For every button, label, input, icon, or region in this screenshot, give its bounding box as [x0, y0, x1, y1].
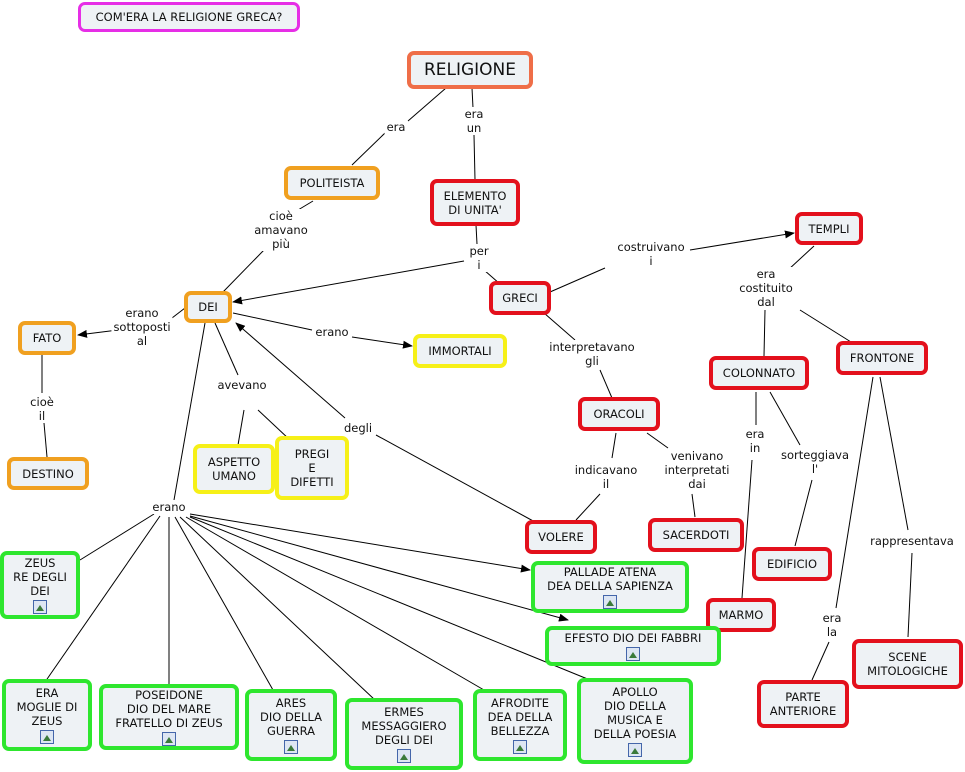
- link-label-interpretavano-gli: interpretavano gli: [547, 340, 637, 368]
- node-zeus[interactable]: ZEUS RE DEGLI DEI: [0, 551, 80, 619]
- link-label-costruivano-i: costruivano i: [615, 240, 687, 268]
- link-label-era-costituito-dal: era costituito dal: [737, 267, 795, 309]
- image-attachment-icon[interactable]: [603, 595, 617, 609]
- node-frontone[interactable]: FRONTONE: [836, 341, 928, 375]
- link-label-erano: erano: [313, 325, 351, 339]
- node-aspetto-umano[interactable]: ASPETTO UMANO: [193, 444, 275, 494]
- node-scene-mitologiche[interactable]: SCENE MITOLOGICHE: [852, 639, 963, 689]
- image-attachment-icon[interactable]: [162, 732, 176, 746]
- node-afrodite[interactable]: AFRODITE DEA DELLA BELLEZZA: [473, 689, 567, 761]
- node-parte-anteriore[interactable]: PARTE ANTERIORE: [757, 680, 849, 728]
- node-fato[interactable]: FATO: [18, 321, 76, 355]
- image-attachment-icon[interactable]: [628, 743, 642, 757]
- link-label-erano-sottoposti-al: erano sottoposti al: [111, 306, 173, 348]
- link-label-cioe-il: cioè il: [28, 395, 56, 423]
- node-oracoli[interactable]: ORACOLI: [578, 397, 660, 431]
- node-era[interactable]: ERA MOGLIE DI ZEUS: [2, 679, 92, 751]
- node-pallade-atena[interactable]: PALLADE ATENA DEA DELLA SAPIENZA: [531, 561, 689, 613]
- node-religione[interactable]: RELIGIONE: [407, 51, 533, 89]
- node-greci[interactable]: GRECI: [489, 281, 551, 315]
- question-title: COM'ERA LA RELIGIONE GRECA?: [78, 2, 300, 32]
- node-ares-label: ARES DIO DELLA GUERRA: [259, 696, 323, 738]
- link-label-avevano: avevano: [215, 378, 269, 392]
- node-ares[interactable]: ARES DIO DELLA GUERRA: [245, 689, 337, 761]
- node-volere[interactable]: VOLERE: [525, 520, 597, 554]
- link-label-per-i: per i: [467, 244, 491, 272]
- node-templi[interactable]: TEMPLI: [795, 212, 863, 245]
- node-ermes-label: ERMES MESSAGGIERO DEGLI DEI: [361, 705, 447, 747]
- node-pallade-label: PALLADE ATENA DEA DELLA SAPIENZA: [547, 565, 673, 593]
- node-sacerdoti[interactable]: SACERDOTI: [648, 518, 744, 552]
- image-attachment-icon[interactable]: [397, 749, 411, 763]
- node-ermes[interactable]: ERMES MESSAGGIERO DEGLI DEI: [345, 698, 463, 770]
- node-zeus-label: ZEUS RE DEGLI DEI: [13, 556, 67, 598]
- link-label-sorteggiava: sorteggiava l': [778, 448, 852, 476]
- node-colonnato[interactable]: COLONNATO: [709, 356, 809, 390]
- image-attachment-icon[interactable]: [513, 740, 527, 754]
- link-label-era-in: era in: [743, 427, 767, 455]
- link-label-degli: degli: [341, 421, 375, 435]
- node-efesto[interactable]: EFESTO DIO DEI FABBRI: [545, 626, 721, 666]
- link-label-era: era: [384, 120, 408, 134]
- node-apollo-label: APOLLO DIO DELLA MUSICA E DELLA POESIA: [593, 685, 677, 741]
- node-apollo[interactable]: APOLLO DIO DELLA MUSICA E DELLA POESIA: [577, 678, 693, 764]
- link-label-rappresentava: rappresentava: [868, 534, 956, 548]
- link-label-era-la: era la: [820, 611, 844, 639]
- node-destino[interactable]: DESTINO: [7, 457, 89, 490]
- image-attachment-icon[interactable]: [284, 740, 298, 754]
- node-afrodite-label: AFRODITE DEA DELLA BELLEZZA: [487, 696, 553, 738]
- link-label-venivano-interpretati-dai: venivano interpretati dai: [662, 449, 732, 491]
- node-poseidone-label: POSEIDONE DIO DEL MARE FRATELLO DI ZEUS: [115, 688, 223, 730]
- node-era-label: ERA MOGLIE DI ZEUS: [16, 686, 78, 728]
- node-marmo[interactable]: MARMO: [706, 598, 776, 632]
- node-politeista[interactable]: POLITEISTA: [284, 166, 380, 200]
- node-immortali[interactable]: IMMORTALI: [413, 334, 507, 368]
- link-label-era-un: era un: [462, 107, 486, 135]
- image-attachment-icon[interactable]: [33, 600, 47, 614]
- node-pregi-e-difetti[interactable]: PREGI E DIFETTI: [275, 436, 349, 500]
- image-attachment-icon[interactable]: [40, 730, 54, 744]
- node-dei[interactable]: DEI: [184, 291, 232, 323]
- node-efesto-label: EFESTO DIO DEI FABBRI: [564, 631, 702, 645]
- node-elemento-di-unita[interactable]: ELEMENTO DI UNITA': [430, 179, 520, 226]
- link-label-cioe-amavano-piu: cioè amavano più: [252, 209, 310, 251]
- link-label-indicavano-il: indicavano il: [572, 463, 640, 491]
- image-attachment-icon[interactable]: [626, 647, 640, 661]
- node-edificio[interactable]: EDIFICIO: [752, 547, 832, 581]
- node-poseidone[interactable]: POSEIDONE DIO DEL MARE FRATELLO DI ZEUS: [99, 684, 239, 750]
- link-label-erano-gods: erano: [150, 500, 188, 514]
